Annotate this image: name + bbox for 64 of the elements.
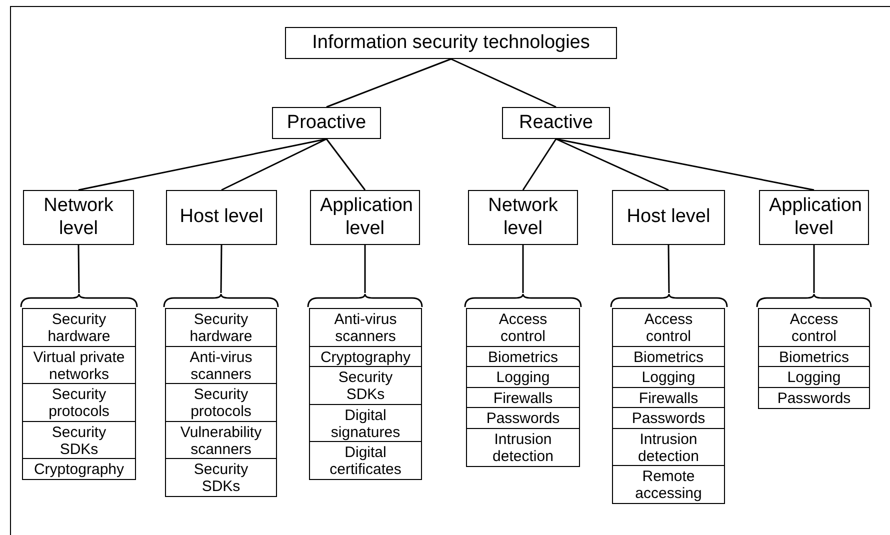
connector-line [522, 245, 524, 293]
list-item-cell: Digital certificates [309, 441, 422, 480]
list-item-cell: Intrusion detection [466, 428, 580, 466]
list-item-cell: Virtual private networks [22, 346, 136, 384]
list-item-cell: Digital signatures [309, 404, 422, 442]
list-item-cell: Security hardware [22, 308, 136, 347]
list-item-cell: Security SDKs [165, 458, 277, 497]
list-item-cell: Intrusion detection [612, 428, 725, 466]
connector-line [364, 245, 366, 293]
list-item-cell: Access control [612, 308, 725, 347]
list-item-cell: Logging [612, 366, 725, 388]
box-label: Network level [487, 194, 559, 240]
box-label: Information security technologies [312, 32, 590, 54]
category-box [310, 190, 420, 245]
root-box [285, 27, 617, 59]
list-item-cell: Biometrics [612, 346, 725, 368]
connector-line [556, 138, 669, 191]
box-label: Proactive [286, 112, 366, 134]
box-label: Network level [42, 194, 114, 240]
list-item-cell: Anti-virus scanners [165, 346, 277, 384]
category-box [166, 190, 277, 245]
list-item-cell: Passwords [758, 386, 870, 408]
list-item-cell: Passwords [612, 407, 725, 429]
connector-line [813, 245, 815, 293]
category-box [468, 190, 578, 245]
connector-line [450, 58, 556, 108]
connector-line [78, 245, 80, 293]
list-item-cell: Cryptography [22, 458, 136, 480]
list-item-cell: Firewalls [612, 386, 725, 408]
box-label: Reactive [519, 112, 593, 134]
box-label: Application level [320, 194, 410, 240]
connector-line [522, 138, 557, 190]
box-label: Application level [769, 194, 859, 240]
category-box [612, 190, 725, 245]
box-label: Host level [626, 206, 710, 229]
list-item-cell: Access control [758, 308, 870, 347]
list-item-cell: Security SDKs [22, 420, 136, 460]
list-item-cell: Firewalls [466, 386, 580, 408]
list-item-cell: Security protocols [22, 383, 136, 422]
list-item-cell: Logging [758, 366, 870, 388]
connector-line [221, 138, 327, 191]
connector-line [326, 58, 452, 108]
list-item-cell: Biometrics [758, 346, 870, 368]
box-label: Host level [180, 206, 264, 229]
connector-line [220, 245, 222, 293]
list-item-cell: Access control [466, 308, 580, 347]
category-box [272, 107, 381, 139]
list-item-cell: Biometrics [466, 346, 580, 368]
list-item-cell: Vulnerability scanners [165, 420, 277, 460]
list-item-cell: Anti-virus scanners [309, 308, 422, 347]
list-item-cell: Security hardware [165, 308, 277, 347]
category-box [502, 107, 610, 139]
list-item-cell: Remote accessing [612, 465, 725, 504]
connector-line [668, 245, 670, 293]
list-item-cell: Cryptography [309, 346, 422, 368]
category-box [23, 190, 134, 245]
list-item-cell: Security protocols [165, 383, 277, 422]
connector-line [326, 138, 366, 190]
connector-line [78, 138, 327, 191]
list-item-cell: Security SDKs [309, 366, 422, 405]
category-box [759, 190, 869, 245]
connector-line [556, 138, 814, 191]
list-item-cell: Logging [466, 366, 580, 388]
list-item-cell: Passwords [466, 407, 580, 429]
